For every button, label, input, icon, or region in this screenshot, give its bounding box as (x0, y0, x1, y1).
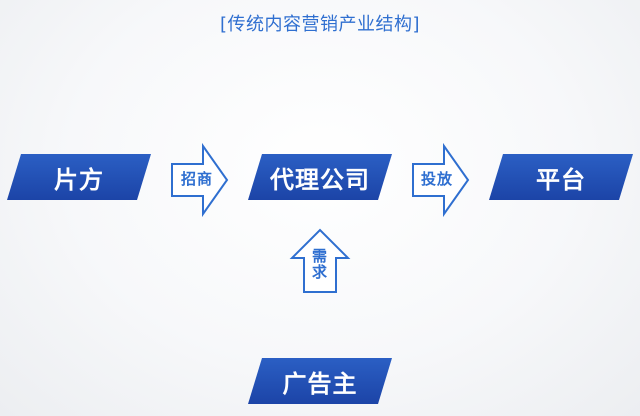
agency-label: 代理公司 (270, 165, 370, 194)
arrow-demand-shape (289, 228, 351, 293)
producer-node: 片方 (7, 154, 151, 200)
diagram-title: [传统内容营销产业结构] (219, 14, 421, 35)
arrow-recruit-shape (171, 142, 229, 218)
arrow-recruit-label: 招商 (181, 170, 214, 188)
advertiser-node: 广告主 (248, 358, 392, 404)
arrow-demand-label: 需求 (310, 248, 328, 280)
platform-label: 平台 (536, 165, 586, 194)
arrow-placement-shape (412, 142, 470, 218)
advertiser-label: 广告主 (282, 369, 358, 398)
platform-node: 平台 (489, 154, 633, 200)
arrow-placement-label: 投放 (421, 170, 454, 188)
agency-node: 代理公司 (248, 154, 392, 200)
producer-label: 片方 (54, 165, 104, 194)
